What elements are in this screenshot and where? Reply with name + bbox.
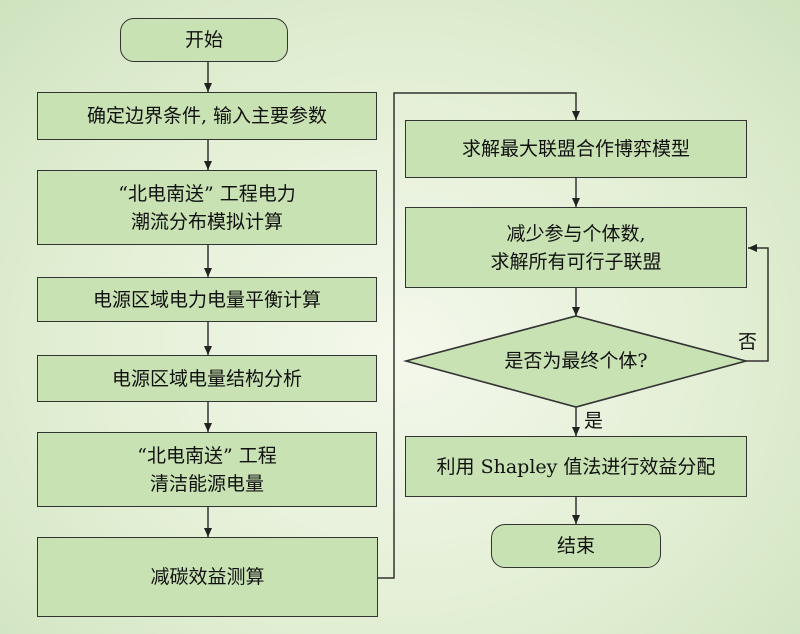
step-shapley-allocation: 利用 Shapley 值法进行效益分配 xyxy=(405,436,747,497)
step-power-flow-simulation: “北电南送” 工程电力 潮流分布模拟计算 xyxy=(37,170,377,245)
branch-no-label: 否 xyxy=(738,331,758,353)
step-grand-coalition-game: 求解最大联盟合作博弈模型 xyxy=(405,120,747,178)
step-grand-coalition-game-label: 求解最大联盟合作博弈模型 xyxy=(461,138,690,160)
step-carbon-reduction-label: 减碳效益测算 xyxy=(150,566,265,588)
step-boundary-conditions-label: 确定边界条件, 输入主要参数 xyxy=(86,105,328,127)
step-shapley-allocation-label: 利用 Shapley 值法进行效益分配 xyxy=(436,455,716,478)
step-power-balance-label: 电源区域电力电量平衡计算 xyxy=(92,288,321,311)
step-power-flow-simulation-label: “北电南送” 工程电力 潮流分布模拟计算 xyxy=(118,182,296,233)
arrow-no-loop xyxy=(746,244,769,362)
step-clean-energy-label: “北电南送” 工程 清洁能源电量 xyxy=(137,444,277,495)
step-boundary-conditions: 确定边界条件, 输入主要参数 xyxy=(37,92,377,140)
start-label: 开始 xyxy=(184,29,223,51)
decision-diamond xyxy=(402,315,750,408)
step-energy-structure-label: 电源区域电量结构分析 xyxy=(111,367,302,390)
end-label: 结束 xyxy=(556,535,595,557)
step-clean-energy: “北电南送” 工程 清洁能源电量 xyxy=(37,432,377,507)
end-terminal: 结束 xyxy=(491,524,661,568)
step-energy-structure: 电源区域电量结构分析 xyxy=(37,355,377,402)
step-carbon-reduction: 减碳效益测算 xyxy=(37,537,378,617)
step-power-balance: 电源区域电力电量平衡计算 xyxy=(37,277,377,322)
step-sub-coalitions: 减少参与个体数, 求解所有可行子联盟 xyxy=(405,207,747,288)
step-sub-coalitions-label: 减少参与个体数, 求解所有可行子联盟 xyxy=(490,222,662,273)
decision-label: 是否为最终个体? xyxy=(504,350,648,372)
arrow-n6-r1 xyxy=(378,92,580,579)
start-terminal: 开始 xyxy=(120,18,288,62)
branch-yes-label: 是 xyxy=(584,410,604,432)
